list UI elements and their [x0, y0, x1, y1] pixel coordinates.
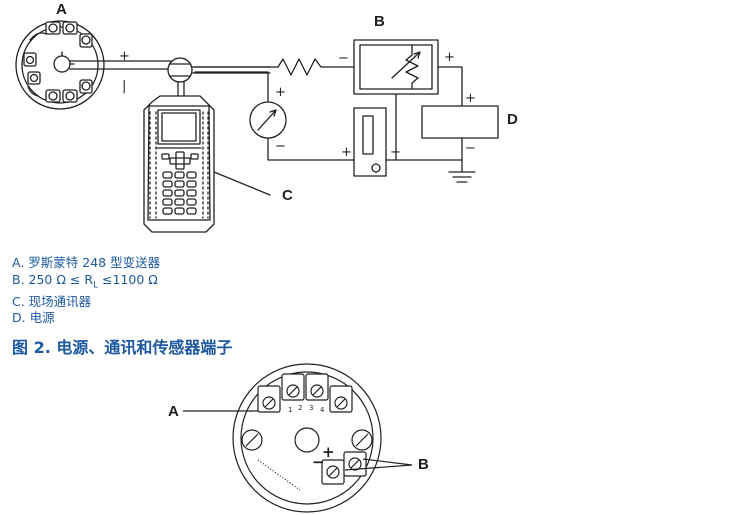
- leader-b: [344, 458, 413, 471]
- fig2-label-a: A: [168, 403, 179, 420]
- figure-legend: A. 罗斯蒙特 248 型变送器 B. 250 Ω ≤ RL ≤1100 Ω C…: [12, 255, 160, 327]
- sign-resistor-minus: −: [338, 51, 349, 66]
- legend-item-a: A. 罗斯蒙特 248 型变送器: [12, 255, 161, 270]
- power-supply: [421, 105, 499, 139]
- resistor-symbol: [269, 58, 356, 76]
- terminal-number-2: 2: [298, 404, 302, 412]
- terminal-number-3: 3: [309, 404, 313, 412]
- sign-transmitter-plus: +: [119, 49, 130, 64]
- field-communicator: [143, 81, 215, 233]
- sign-gauge-plus: +: [341, 145, 352, 160]
- legend-item-b: B. 250 Ω ≤ RL ≤1100 Ω: [12, 271, 158, 291]
- label-d: D: [507, 111, 518, 128]
- transmitter-head: [15, 20, 105, 110]
- sign-meter-minus: −: [275, 139, 286, 154]
- sign-box-b-plus: +: [444, 50, 455, 65]
- terminal-number-4: 4: [320, 406, 325, 414]
- power-terminals: [321, 451, 367, 485]
- sign-meter-plus: +: [275, 85, 286, 100]
- sign-transmitter-minus: |: [122, 79, 127, 94]
- sign-gauge-minus: −: [390, 145, 401, 160]
- box-b-resistor: [353, 39, 439, 95]
- keypad: [161, 151, 199, 215]
- figure-2-title: 图 2. 电源、通讯和传感器端子: [12, 338, 233, 357]
- gauge-box: [353, 107, 387, 177]
- legend-item-c: C. 现场通讯器: [12, 293, 92, 309]
- label-c: C: [282, 187, 293, 204]
- fig2-sign-plus: +: [322, 443, 335, 461]
- terminal-number-1: 1: [288, 406, 292, 414]
- leader-c: [213, 171, 271, 196]
- transmitter-terminals: [23, 21, 93, 103]
- fig2-sign-minus: −: [312, 453, 325, 471]
- legend-item-d: D. 电源: [12, 310, 55, 325]
- sign-psu-minus: −: [465, 141, 476, 156]
- fig2-label-b: B: [418, 456, 429, 473]
- sensor-terminals: [257, 373, 353, 413]
- label-b: B: [374, 13, 385, 30]
- sign-psu-plus: +: [465, 91, 476, 106]
- ground-symbol: [448, 171, 476, 183]
- label-a: A: [56, 1, 67, 18]
